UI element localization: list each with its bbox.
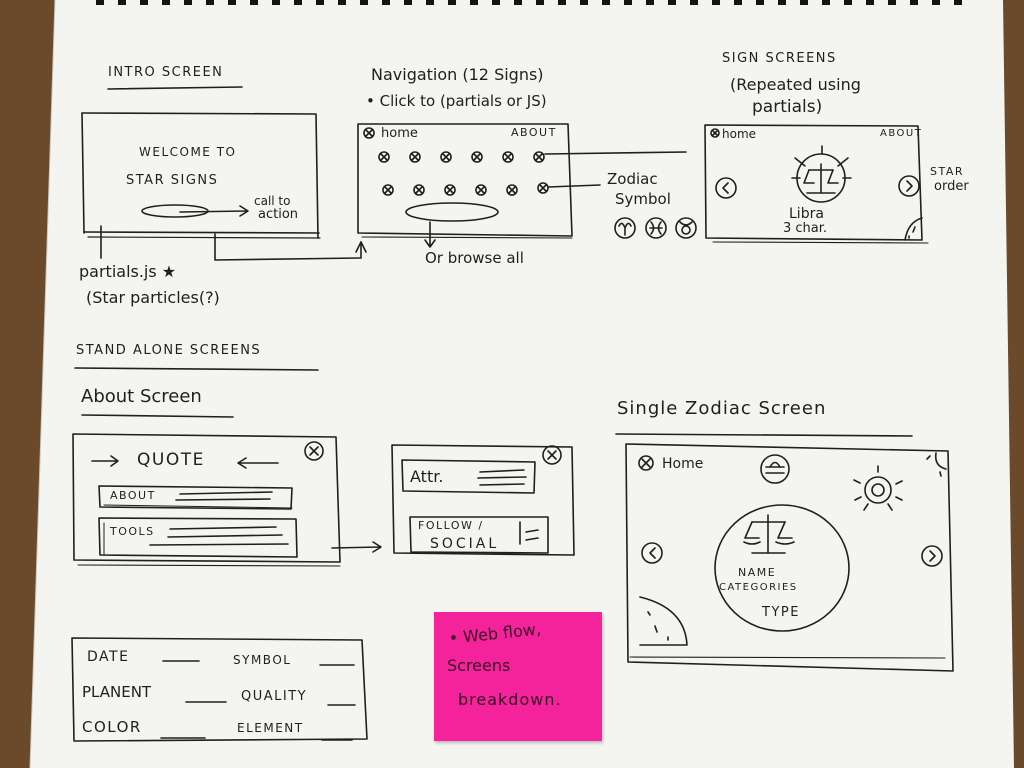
details-color: COLOR bbox=[82, 718, 142, 736]
nav-sign-7 bbox=[382, 184, 394, 196]
single-heading-underline bbox=[615, 433, 913, 437]
navigation-zodiac-line2: Symbol bbox=[615, 190, 671, 208]
intro-wireframe bbox=[81, 112, 367, 261]
standalone-heading-underline bbox=[74, 367, 319, 371]
intro-heading: INTRO SCREEN bbox=[108, 65, 224, 80]
about-wireframe bbox=[72, 433, 382, 567]
about-quote: QUOTE bbox=[137, 450, 205, 470]
intro-note-line1: partials.js ★ bbox=[79, 262, 177, 281]
attr-follow-line2: SOCIAL bbox=[430, 536, 500, 552]
single-wireframe bbox=[625, 443, 954, 672]
nav-sign-3 bbox=[440, 151, 452, 163]
navigation-zodiac-line1: Zodiac bbox=[607, 170, 658, 188]
sticky-line1: • Web flow, bbox=[447, 619, 542, 648]
intro-cta-line1: call to bbox=[254, 194, 291, 208]
about-about-label: ABOUT bbox=[110, 489, 156, 502]
about-tools-label: TOOLS bbox=[110, 525, 155, 538]
nav-sign-8 bbox=[413, 184, 425, 196]
nav-sign-6 bbox=[533, 151, 545, 163]
nav-sign-9 bbox=[444, 184, 456, 196]
details-planet: PLANENT bbox=[82, 683, 152, 701]
attr-wireframe bbox=[391, 444, 575, 556]
intro-note-line2: (Star particles(?) bbox=[86, 288, 220, 307]
nav-sign-4 bbox=[471, 151, 483, 163]
single-heading: Single Zodiac Screen bbox=[617, 398, 827, 419]
standalone-heading: STAND ALONE SCREENS bbox=[76, 343, 262, 358]
sign-star-line2: order bbox=[934, 179, 969, 194]
sign-home: home bbox=[722, 127, 757, 141]
sticky-line3: breakdown. bbox=[458, 690, 562, 709]
sign-name: Libra bbox=[789, 206, 824, 222]
nav-sign-12 bbox=[537, 182, 549, 194]
sign-wireframe bbox=[704, 124, 929, 244]
intro-heading-underline bbox=[107, 86, 243, 90]
navigation-sign-icons bbox=[378, 151, 549, 196]
single-name: NAME bbox=[738, 566, 777, 579]
sign-heading-line2: (Repeated using bbox=[730, 75, 861, 94]
details-element: ELEMENT bbox=[237, 721, 304, 735]
sign-chars: 3 char. bbox=[783, 221, 828, 236]
navigation-browse: Or browse all bbox=[425, 249, 524, 267]
sticky-note: • Web flow, Screens breakdown. bbox=[434, 612, 602, 741]
about-heading: About Screen bbox=[81, 386, 202, 407]
single-home: Home bbox=[662, 456, 704, 472]
sign-heading-line3: partials) bbox=[752, 97, 823, 117]
sign-about: ABOUT bbox=[880, 128, 923, 139]
nav-sign-11 bbox=[506, 184, 518, 196]
attr-follow-line1: FOLLOW / bbox=[418, 519, 484, 532]
navigation-subnote: • Click to (partials or JS) bbox=[366, 92, 547, 110]
intro-cta-line2: action bbox=[258, 207, 299, 222]
nav-sign-2 bbox=[409, 151, 421, 163]
paper bbox=[30, 0, 1014, 768]
navigation-annotations bbox=[405, 151, 697, 248]
sticky-line2: Screens bbox=[447, 656, 511, 675]
sign-star-line1: STAR bbox=[930, 165, 965, 178]
paper-left-edge bbox=[29, 0, 56, 768]
intro-welcome-line2: STAR SIGNS bbox=[126, 173, 219, 188]
navigation-wireframe bbox=[357, 123, 573, 239]
navigation-heading: Navigation (12 Signs) bbox=[371, 65, 544, 84]
details-quality: QUALITY bbox=[241, 689, 308, 704]
sign-heading-line1: SIGN SCREENS bbox=[722, 51, 837, 66]
attr-label: Attr. bbox=[410, 467, 444, 486]
details-date: DATE bbox=[87, 649, 130, 665]
binding-holes bbox=[96, 0, 962, 5]
nav-sign-10 bbox=[475, 184, 487, 196]
nav-sign-1 bbox=[378, 151, 390, 163]
details-symbol: SYMBOL bbox=[233, 653, 292, 667]
single-categories: CATEGORIES bbox=[719, 582, 798, 593]
navigation-about: ABOUT bbox=[511, 126, 557, 139]
nav-sign-5 bbox=[502, 151, 514, 163]
single-type: TYPE bbox=[762, 605, 800, 620]
navigation-home: home bbox=[381, 126, 418, 141]
intro-welcome-line1: WELCOME TO bbox=[139, 145, 237, 159]
details-wireframe bbox=[71, 637, 368, 742]
about-heading-underline bbox=[81, 414, 234, 418]
